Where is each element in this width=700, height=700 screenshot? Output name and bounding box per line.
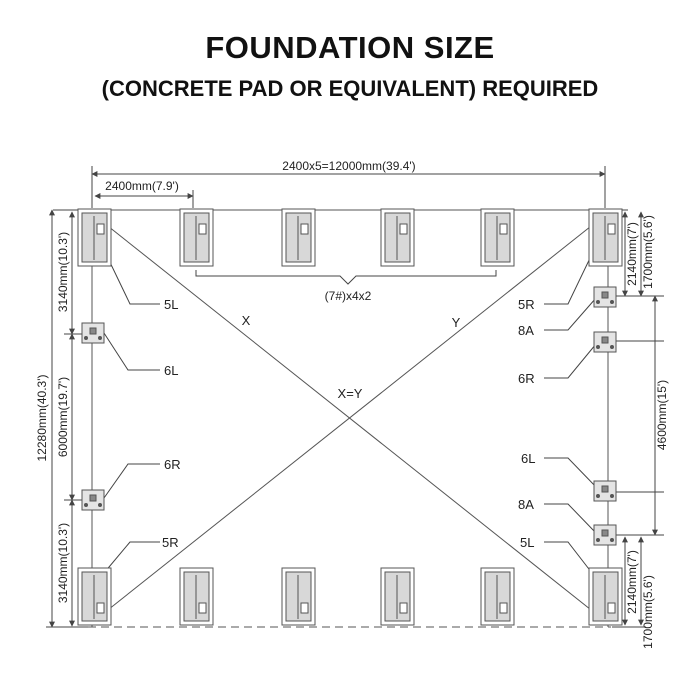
- pad-top-4: [380, 208, 415, 267]
- right-top-b-label: 1700mm(5.6'): [641, 215, 655, 289]
- bay-width-label: 2400mm(7.9'): [105, 179, 179, 193]
- total-width-label: 2400x5=12000mm(39.4'): [282, 159, 415, 173]
- pad-bottom-2: [179, 567, 214, 626]
- pad-bottom-4: [380, 567, 415, 626]
- diagonal-lines: [93, 214, 606, 622]
- page-title: FOUNDATION SIZE: [205, 30, 495, 65]
- bottom-section-label: 3140mm(10.3'): [56, 523, 70, 603]
- pad-bottom-3: [281, 567, 316, 626]
- pad-top-5: [480, 208, 515, 267]
- pad-left-lower: [81, 489, 105, 511]
- pad-top-3: [281, 208, 316, 267]
- total-length-label: 12280mm(40.3'): [35, 374, 49, 461]
- right-middle-label: 4600mm(15'): [655, 380, 669, 450]
- callout-6r-right: 6R: [518, 371, 535, 386]
- diagonal-equal-label: X=Y: [338, 386, 363, 401]
- pad-top-1: [77, 208, 112, 267]
- callout-6l-left: 6L: [164, 363, 178, 378]
- diagonal-y-label: Y: [452, 315, 461, 330]
- pad-right-8a-top: [593, 286, 617, 308]
- pad-bottom-5: [480, 567, 515, 626]
- left-dimensions: [46, 209, 88, 628]
- pad-left-upper: [81, 322, 105, 344]
- bottom-pads: [77, 567, 623, 626]
- pad-group-brace: [195, 270, 497, 285]
- callout-5l-top: 5L: [164, 297, 178, 312]
- diagonal-y: [93, 214, 606, 622]
- right-bottom-a-label: 2140mm(7'): [625, 550, 639, 614]
- middle-section-label: 6000mm(19.7'): [56, 377, 70, 457]
- diagonal-x-label: X: [242, 313, 251, 328]
- top-section-label: 3140mm(10.3'): [56, 232, 70, 312]
- callout-5l-bottom: 5L: [520, 535, 534, 550]
- pad-right-6r: [593, 331, 617, 353]
- callout-8a-top: 8A: [518, 323, 534, 338]
- pad-group-label: (7#)x4x2: [325, 289, 372, 303]
- callout-6r-left: 6R: [164, 457, 181, 472]
- right-top-a-label: 2140mm(7'): [625, 222, 639, 286]
- callout-5r-top: 5R: [518, 297, 535, 312]
- callout-6l-right: 6L: [521, 451, 535, 466]
- pad-top-6: [588, 208, 623, 267]
- foundation-outline: [88, 209, 611, 628]
- pad-bottom-6: [588, 567, 623, 626]
- pad-right-8a-bottom: [593, 524, 617, 546]
- right-dimensions: [612, 209, 664, 628]
- callout-8a-bottom: 8A: [518, 497, 534, 512]
- page-subtitle: (CONCRETE PAD OR EQUIVALENT) REQUIRED: [101, 76, 599, 101]
- side-pads: [81, 286, 617, 546]
- callout-5r-bottom: 5R: [162, 535, 179, 550]
- top-pads: [77, 208, 623, 267]
- leader-lines: [103, 253, 599, 574]
- pad-bottom-1: [77, 567, 112, 626]
- pad-right-6l: [593, 480, 617, 502]
- right-bottom-b-label: 1700mm(5.6'): [641, 575, 655, 649]
- pad-top-2: [179, 208, 214, 267]
